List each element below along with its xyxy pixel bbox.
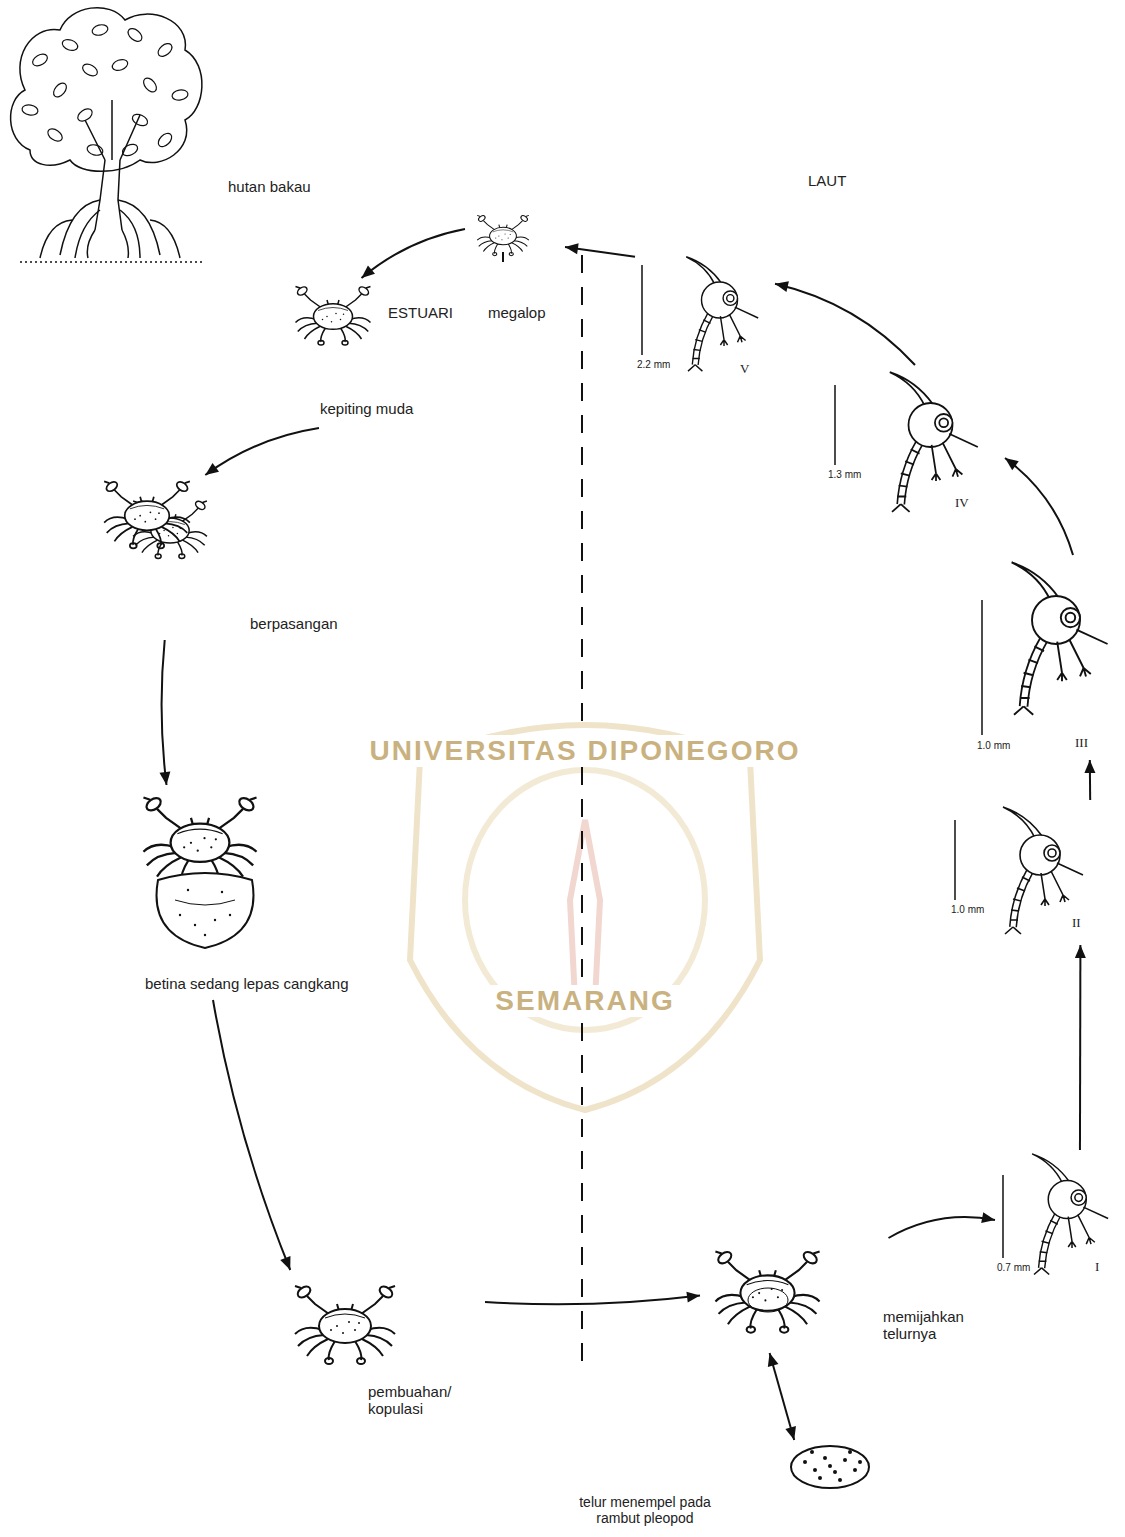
stage-node: 1.3 mm IV [825,365,1005,520]
arrow-head [205,463,219,475]
cycle-arrow [362,229,466,278]
cycle-arrow [1075,945,1086,1150]
stage-node: berpasangan [70,475,341,640]
cycle-arrow [889,1212,996,1238]
region-label: LAUT [808,172,846,189]
cycle-arrow [768,1353,796,1440]
cycle-arrow [159,640,170,785]
arrow-line [1005,458,1073,555]
cycle-arrow [485,1292,700,1305]
stage-node: telur menempel pada rambut pleopod [550,1440,880,1532]
watermark-text: UNIVERSITAS DIPONEGORO [366,735,805,767]
cycle-arrow [1005,458,1073,555]
arrow-head [1075,945,1086,958]
stage-numeral: V [740,362,749,377]
stage-label: memijahkan telurnya [883,1308,983,1343]
arrow-head [1084,760,1095,773]
stage-node: 0.7 mm I [995,1150,1113,1290]
arrow-head [159,771,170,785]
arrow-line [775,284,915,365]
stage-label: telur menempel pada rambut pleopod [565,1494,725,1526]
arrow-head [1005,458,1019,470]
cycle-arrow [565,243,635,256]
cycle-arrow [775,281,915,365]
arrow-head [775,281,789,292]
stage-numeral: II [1072,916,1081,931]
cycle-arrow [1084,760,1095,800]
arrow-head [768,1353,779,1367]
stage-label: hutan bakau [228,178,311,195]
stage-label: berpasangan [250,615,338,632]
scale-label: 1.0 mm [951,904,984,916]
stage-label: pembuahan/ kopulasi [368,1383,468,1418]
region-label: ESTUARI [388,304,453,321]
cycle-arrow [205,428,319,475]
cycle-arrow [213,1000,290,1270]
stage-node: 2.2 mm V [635,250,775,385]
arrow-line [362,229,466,278]
scale-label: 2.2 mm [637,359,670,371]
stage-numeral: I [1095,1260,1099,1275]
arrow-line [485,1296,700,1305]
arrow-line [162,640,167,785]
stage-node: kepiting muda [285,278,455,428]
stage-node: megalop [465,205,565,325]
stage-numeral: IV [955,496,969,511]
stage-node: memijahkan telurnya [700,1238,990,1353]
stage-label: kepiting muda [320,400,413,417]
scale-label: 0.7 mm [997,1262,1030,1274]
arrow-head [362,265,375,278]
stage-node: 1.0 mm III [975,555,1115,760]
stage-label: betina sedang lepas cangkang [145,975,349,992]
scale-label: 1.3 mm [828,469,861,481]
stage-node: pembuahan/ kopulasi [280,1270,485,1430]
stage-node: hutan bakau [5,5,314,275]
watermark-text: SEMARANG [491,985,678,1017]
arrow-head [981,1212,995,1223]
arrow-head [565,243,579,254]
arrow-line [1079,945,1081,1150]
stage-node: 1.0 mm II [950,800,1113,945]
arrow-head [280,1256,290,1270]
stage-node: betina sedang lepas cangkang [120,785,430,1000]
arrow-line [205,428,319,475]
arrow-line [889,1217,996,1238]
arrow-line [213,1000,290,1270]
stage-numeral: III [1075,736,1088,751]
arrow-line [770,1353,795,1440]
arrow-head [686,1292,700,1303]
scale-label: 1.0 mm [977,740,1010,752]
arrow-head [785,1426,796,1440]
stage-label: megalop [488,304,546,321]
